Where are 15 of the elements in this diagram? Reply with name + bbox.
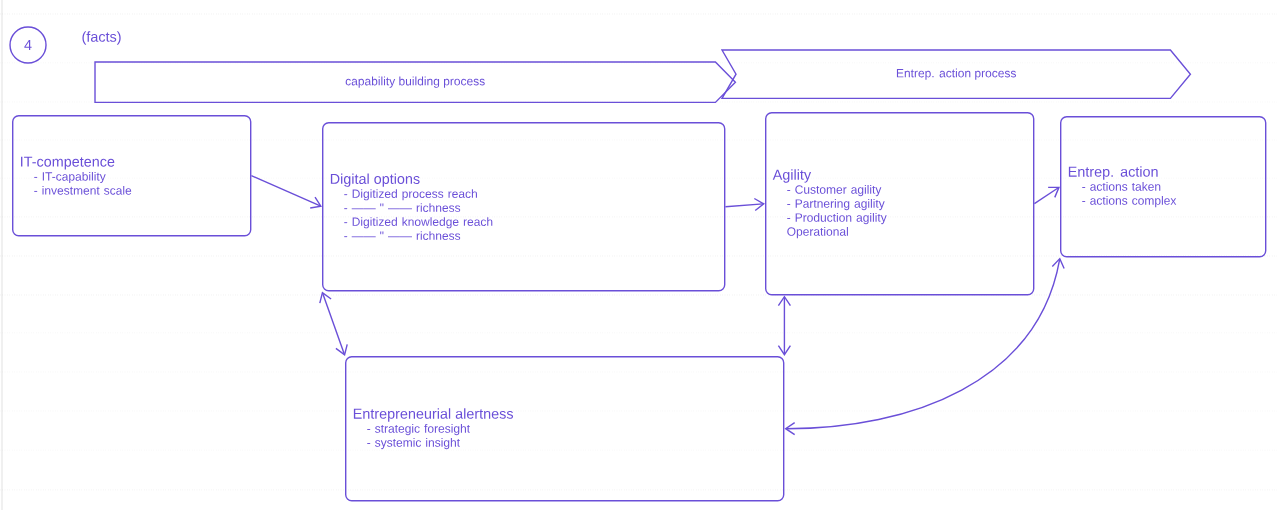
circled-number: 4: [9, 26, 47, 64]
arrow: [724, 197, 765, 212]
arrow: [784, 257, 1065, 436]
arrow: [777, 295, 792, 356]
note-text: (facts): [82, 31, 121, 45]
arrow: [1033, 186, 1060, 205]
arrow: [319, 291, 348, 356]
process-box: IT-competence - IT-capability - investment scale: [12, 115, 252, 237]
process-box: Entrepreneurial alertness - strategic foresight - systemic insight: [345, 356, 785, 502]
process-band: Entrep. action process: [720, 49, 1192, 100]
process-box: Digital options - Digitized process reach - —— " —— richness - Digitized knowledge reach - —— " —— richness: [322, 122, 726, 292]
process-band: capability building process: [94, 61, 737, 104]
arrow: [250, 175, 322, 209]
process-box: Entrep. action - actions taken - actions complex: [1060, 116, 1267, 258]
process-box: Agility - Customer agility - Partnering agility - Production agility Operational: [765, 112, 1035, 296]
